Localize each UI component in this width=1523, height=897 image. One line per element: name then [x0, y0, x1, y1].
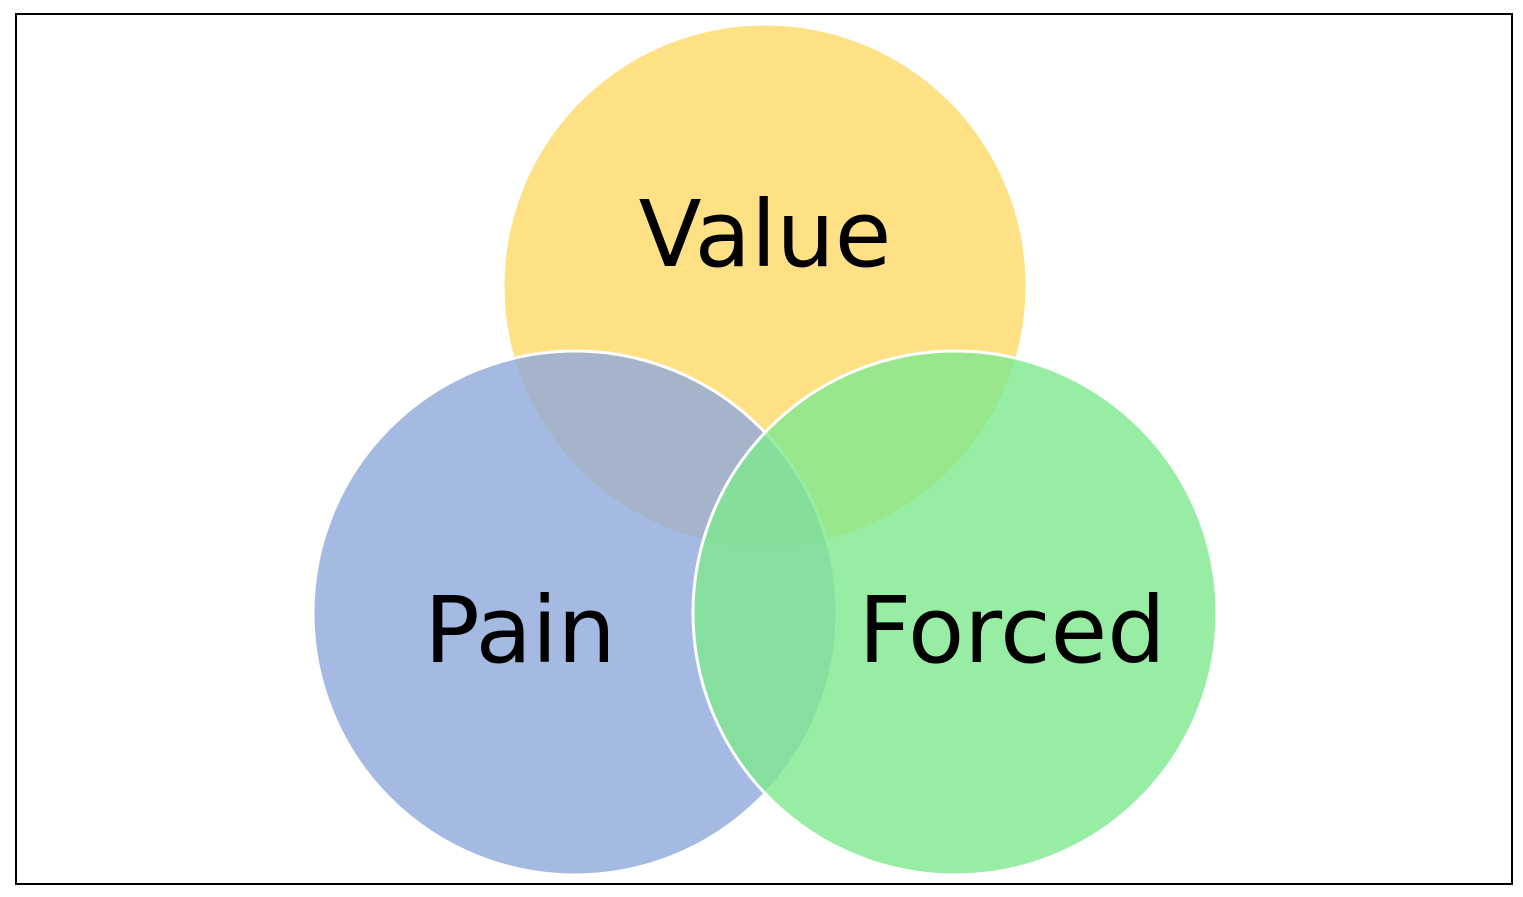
forced-label: Forced: [858, 577, 1165, 684]
pain-label: Pain: [424, 577, 616, 684]
value-label: Value: [639, 181, 892, 288]
venn-labels: Value Pain Forced: [424, 181, 1165, 684]
venn-circles: [311, 22, 1219, 877]
forced-circle: [691, 349, 1219, 877]
